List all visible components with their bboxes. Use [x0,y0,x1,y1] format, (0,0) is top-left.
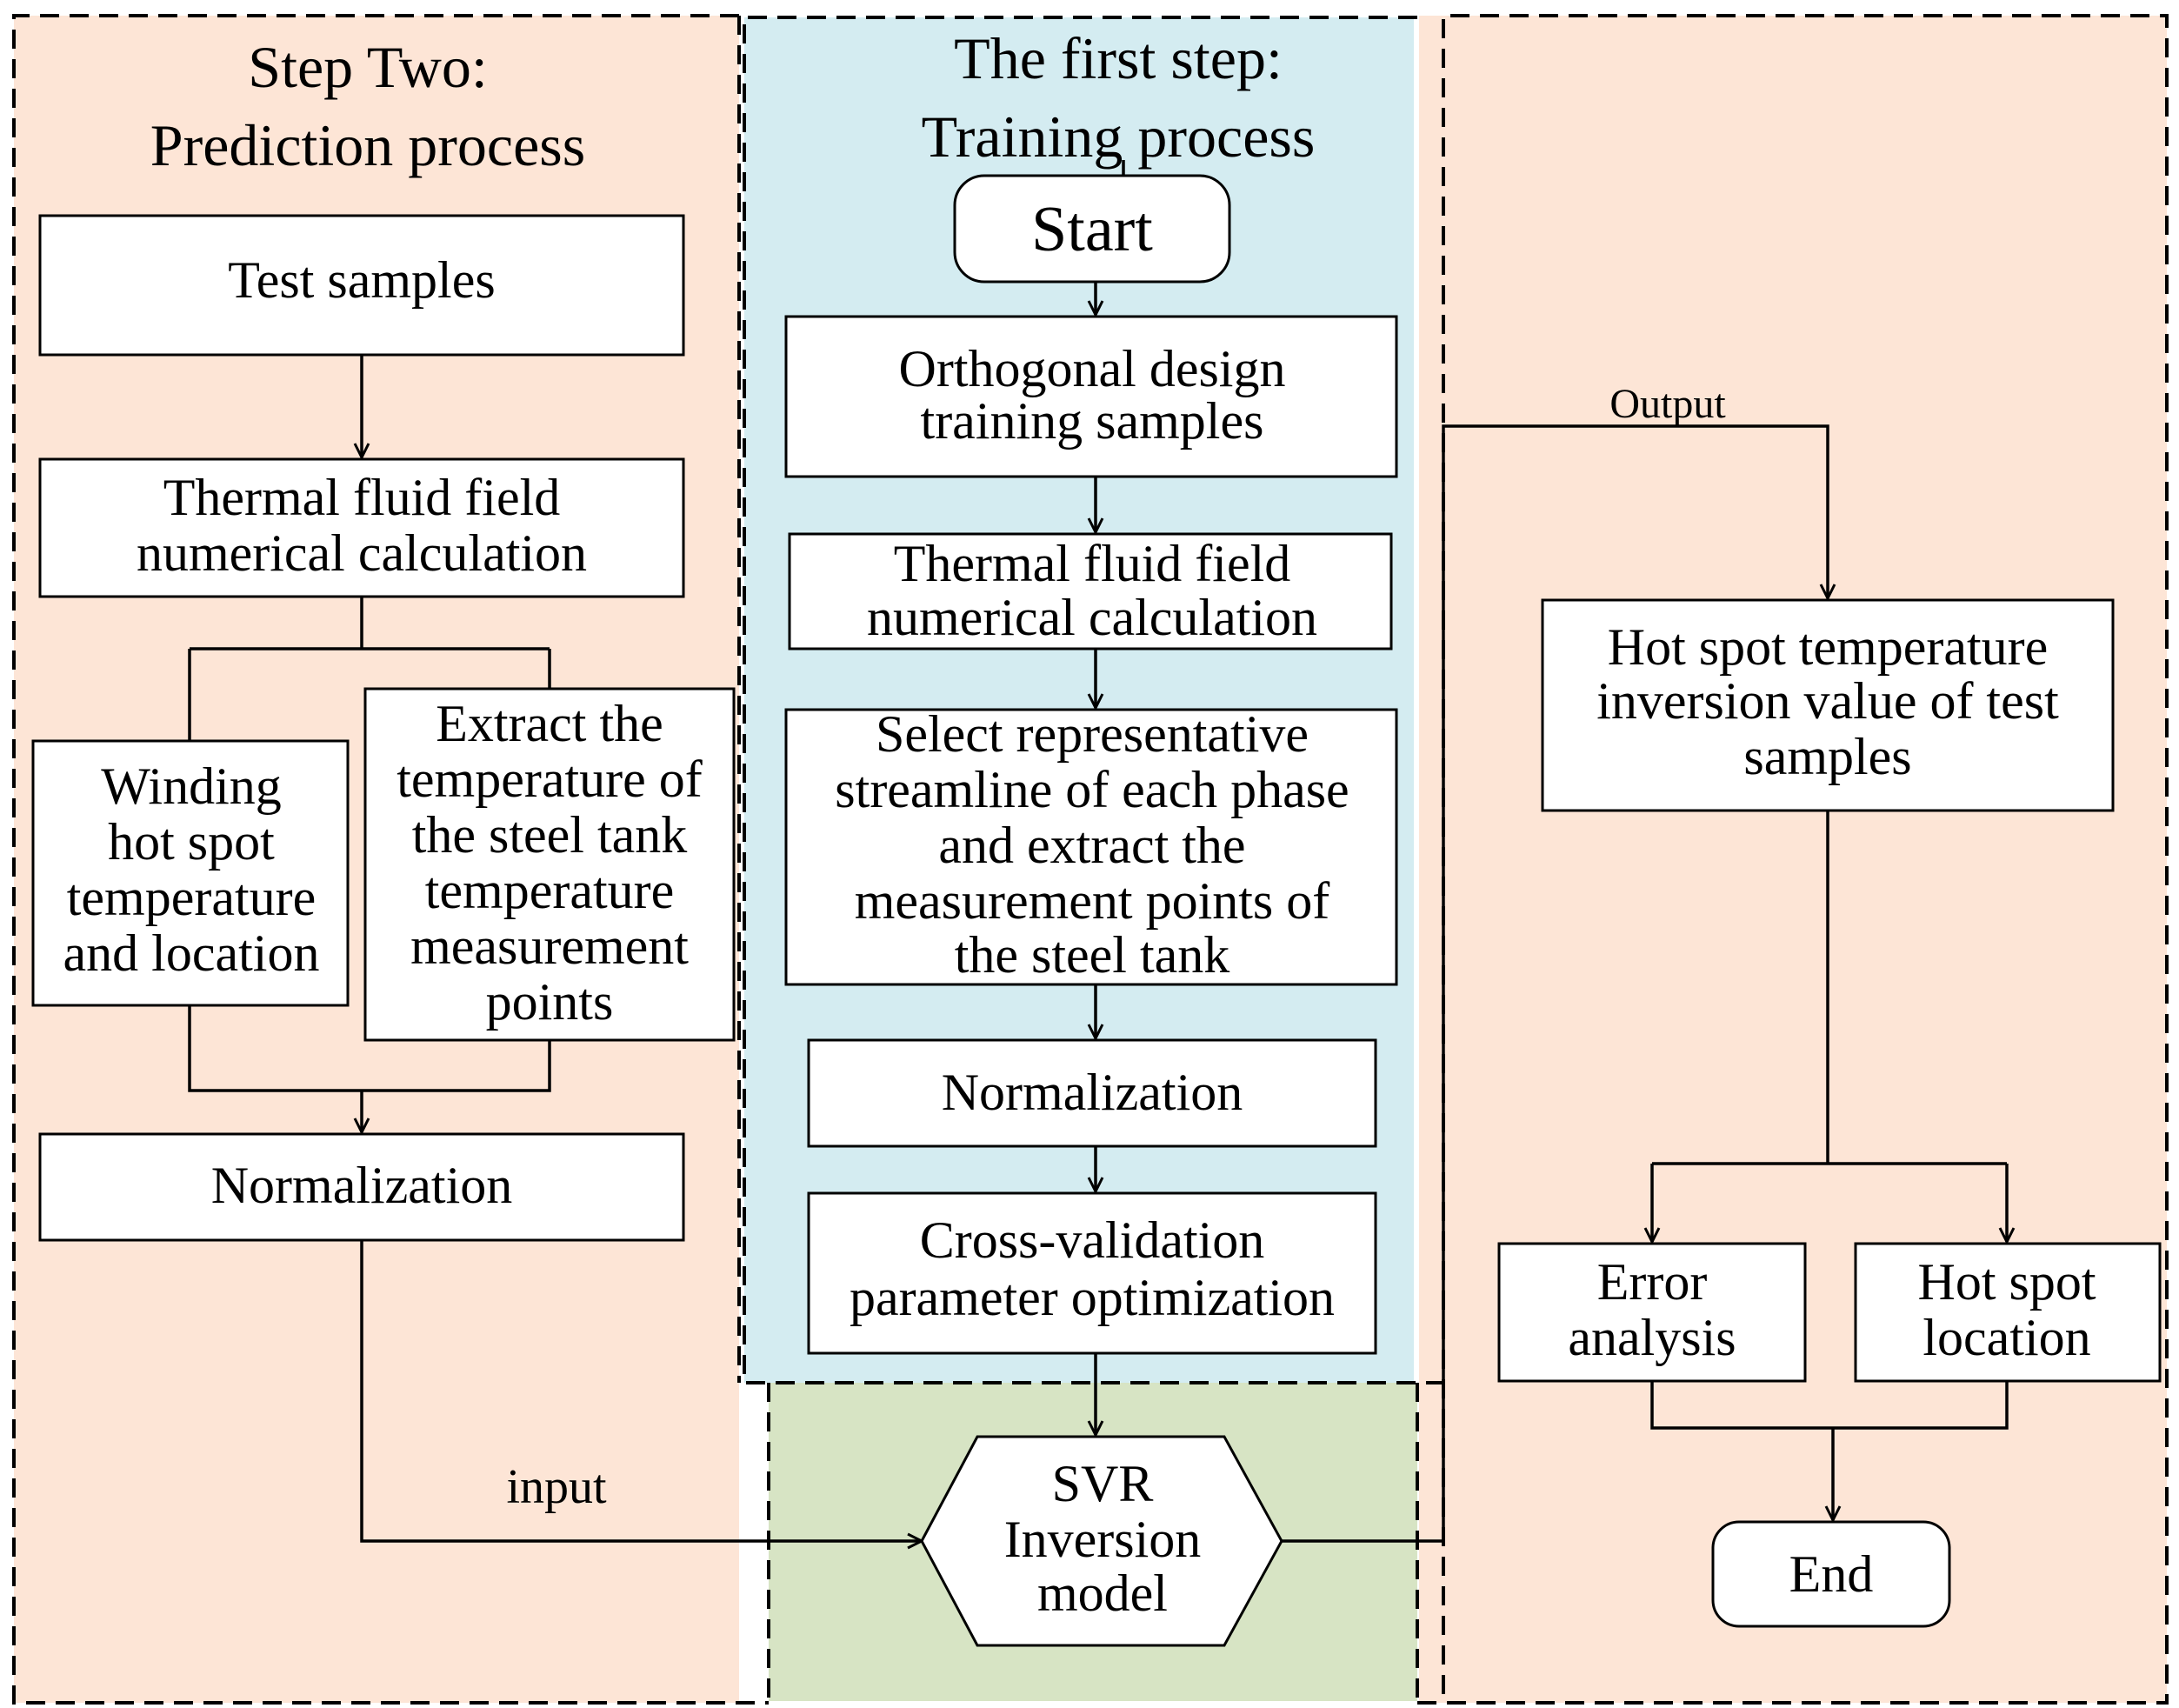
prediction-region-border [12,14,769,1705]
thermal-calc-middle-line2: numerical calculation [867,589,1317,646]
hot-spot-location-line2: location [1922,1309,2090,1366]
normalization-box-middle [807,1038,1377,1148]
svr-region-border [767,1383,1419,1703]
step-two-title-line2: Prediction process [150,112,585,178]
extract-line6: points [486,973,614,1031]
select-line4: measurement points of [855,872,1330,930]
hot-spot-inversion-line1: Hot spot temperature [1608,618,2049,676]
end-terminal [1711,1520,1951,1628]
orthogonal-line2: training samples [921,392,1264,450]
output-label: Output [1609,381,1726,427]
hot-spot-location-line1: Hot spot [1917,1253,2096,1311]
select-line5: the steel tank [955,926,1230,984]
select-streamline-box [784,708,1398,986]
step-one-title-line2: Training process [922,103,1316,170]
svr-line2: Inversion [1004,1511,1202,1568]
error-analysis-line1: Error [1597,1253,1708,1311]
results-panel-background [1419,16,2167,1703]
winding-line1: Winding [101,757,282,815]
select-line2: streamline of each phase [835,761,1349,818]
cross-validation-line1: Cross-validation [920,1211,1265,1269]
step-one-title-line1: The first step: [954,25,1283,91]
extract-line4: temperature [425,862,675,919]
thermal-calc-box-middle [788,532,1393,651]
thermal-calc-middle-line1: Thermal fluid field [894,535,1291,592]
arrow-svr-output-to-hot-spot [1282,424,1828,1543]
extract-line3: the steel tank [412,806,688,864]
winding-hot-spot-box [31,739,350,1007]
start-label: Start [1031,194,1153,265]
thermal-calc-box-left [38,457,685,598]
error-analysis-line2: analysis [1568,1309,1736,1366]
winding-line4: and location [63,924,320,982]
hot-spot-inversion-box [1541,598,2115,812]
merge-branches [188,1005,551,1092]
split-thermal-to-branches [188,597,551,741]
step-two-title-line1: Step Two: [248,34,487,100]
training-region-border [743,16,1443,1384]
end-label: End [1789,1545,1874,1603]
hot-spot-inversion-line2: inversion value of test [1596,672,2059,730]
thermal-calc-left-line1: Thermal fluid field [163,469,561,526]
winding-line3: temperature [67,869,317,926]
test-samples-label: Test samples [228,251,495,309]
svr-line3: model [1037,1565,1168,1622]
thermal-calc-left-line2: numerical calculation [137,524,587,582]
start-terminal [953,174,1231,284]
select-line1: Select representative [876,705,1309,763]
test-samples-box [38,214,685,357]
extract-line1: Extract the [436,695,663,752]
extract-line5: measurement [410,917,689,975]
normalization-box-left [38,1132,685,1242]
extract-temperature-box [363,687,736,1042]
input-label: input [506,1460,607,1514]
orthogonal-line1: Orthogonal design [899,340,1286,397]
winding-line2: hot spot [108,813,275,871]
normalization-middle-label: Normalization [942,1064,1243,1121]
hot-spot-inversion-line3: samples [1743,728,1911,785]
normalization-left-label: Normalization [211,1157,513,1214]
svr-line1: SVR [1052,1455,1154,1512]
cross-validation-box [807,1191,1377,1355]
merge-to-end [1650,1381,2009,1430]
extract-line2: temperature of [396,751,702,808]
results-region-border [1417,14,2169,1705]
select-line3: and extract the [938,817,1245,874]
split-to-error-and-location [1652,811,2007,1165]
cross-validation-line2: parameter optimization [850,1269,1335,1326]
arrow-input-to-svr [360,1240,922,1541]
orthogonal-design-box [784,315,1398,478]
